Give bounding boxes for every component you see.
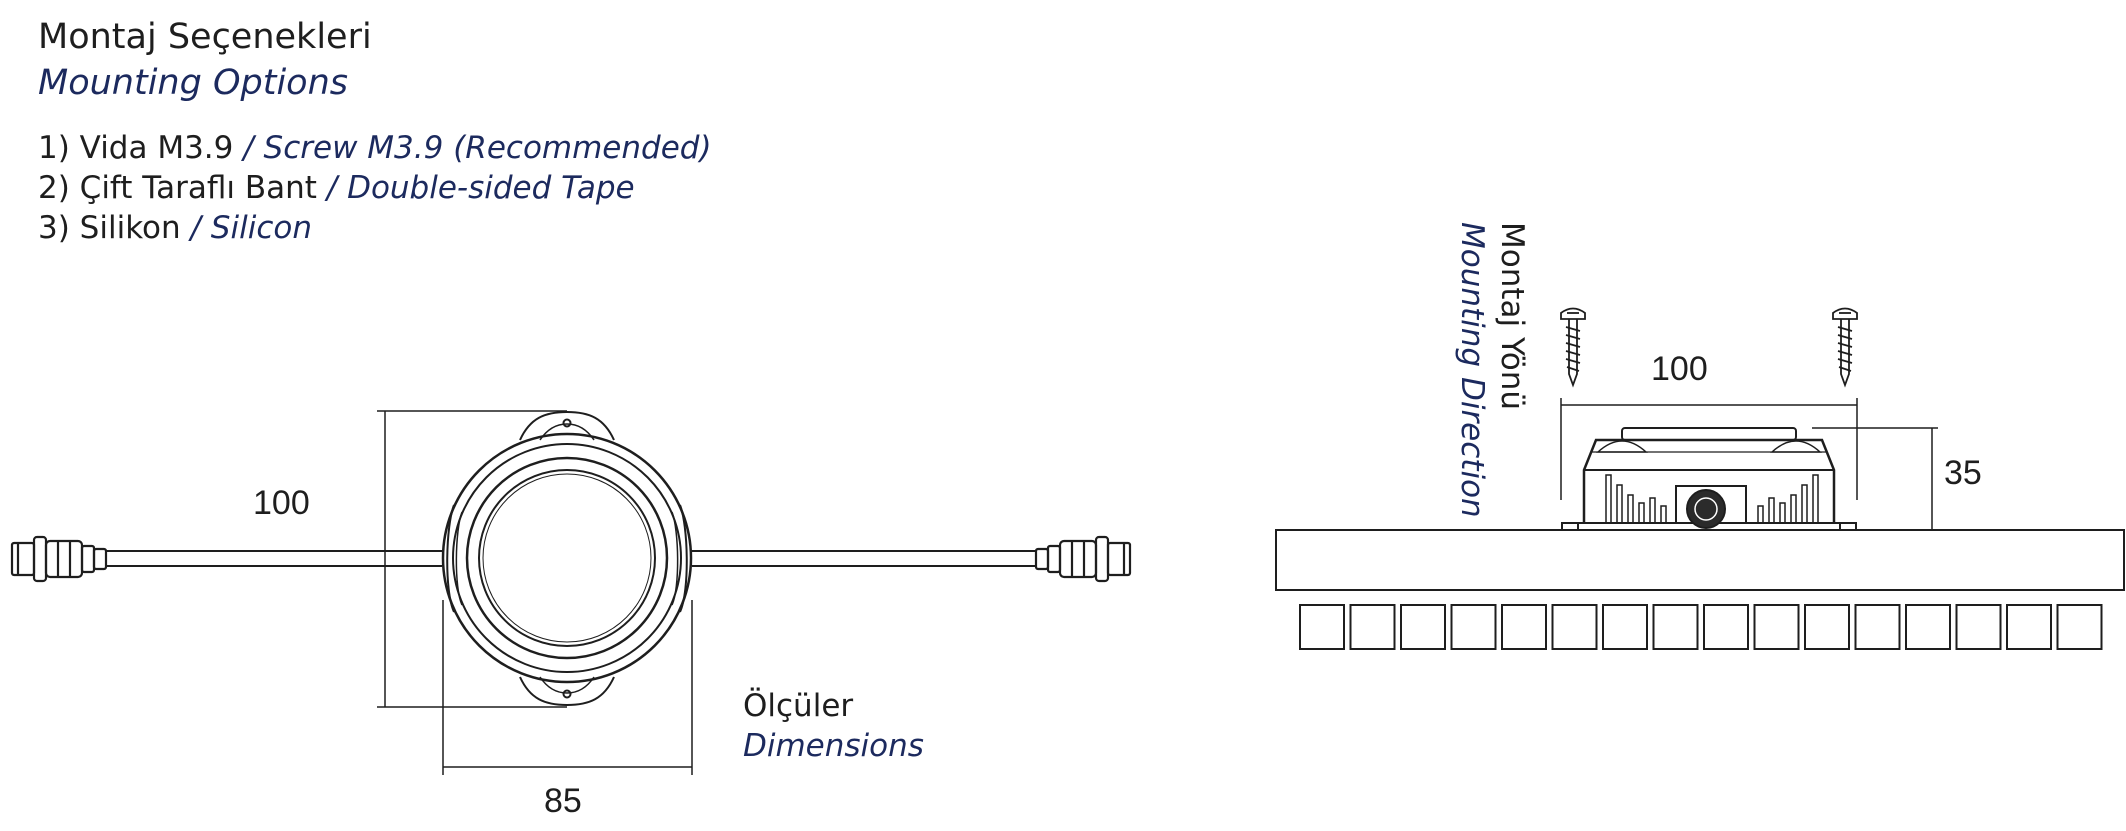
option-item: 2) Çift Taraflı Bant / Double-sided Tape [38, 168, 712, 208]
screw-icon-right [1832, 307, 1858, 388]
mounting-tab-bottom [519, 676, 615, 707]
dimension-lines-top-view [377, 410, 693, 775]
option-turkish: 3) Silikon [38, 210, 181, 246]
led-module [1551, 604, 1598, 650]
led-module [1905, 604, 1951, 650]
led-module-row [1299, 604, 2103, 650]
led-module [1349, 604, 1396, 650]
led-module [1450, 604, 1497, 650]
dimensions-label-english: Dimensions [743, 728, 924, 764]
mounting-options-list: 1) Vida M3.9 / Screw M3.9 (Recommended) … [38, 128, 712, 248]
title-english: Mounting Options [38, 63, 348, 103]
dimensions-label: Ölçüler Dimensions [743, 686, 924, 766]
height-dimension-value: 100 [253, 484, 310, 522]
dimensions-label-turkish: Ölçüler [743, 688, 854, 724]
mounting-surface [1275, 529, 2125, 591]
title-block: Montaj Seçenekleri Mounting Options [38, 14, 372, 106]
connector-left [10, 535, 108, 583]
mounting-direction-turkish: Montaj Yönü [1494, 222, 1530, 411]
led-module [1854, 604, 1901, 650]
led-module [1501, 604, 1547, 650]
option-english: / Double-sided Tape [316, 170, 635, 206]
width-dimension-value: 85 [544, 782, 582, 820]
side-width-dimension-value: 100 [1651, 350, 1708, 388]
dimension-lines-side-view [1560, 398, 1938, 530]
device-body [441, 432, 693, 684]
cable [105, 550, 1036, 567]
option-english: / Screw M3.9 (Recommended) [233, 130, 712, 166]
led-module [2006, 604, 2052, 650]
device-side-profile [1561, 427, 1857, 530]
top-view-drawing [10, 410, 1132, 775]
mounting-direction-label: Montaj Yönü Mounting Direction [1452, 222, 1532, 518]
option-item: 1) Vida M3.9 / Screw M3.9 (Recommended) [38, 128, 712, 168]
side-height-dimension-value: 35 [1944, 454, 1982, 492]
led-module [1955, 604, 2002, 650]
led-module [1753, 604, 1800, 650]
led-module [1652, 604, 1699, 650]
mounting-tab-top [519, 410, 615, 441]
led-module [1804, 604, 1850, 650]
connector-right [1034, 535, 1132, 583]
option-turkish: 1) Vida M3.9 [38, 130, 234, 166]
side-view-drawing [1275, 307, 2125, 650]
led-module [1602, 604, 1648, 650]
cooling-fins [1605, 474, 1819, 524]
mounting-direction-english: Mounting Direction [1454, 222, 1490, 518]
led-module [1703, 604, 1749, 650]
option-turkish: 2) Çift Taraflı Bant [38, 170, 317, 206]
option-english: / Silicon [180, 210, 312, 246]
option-item: 3) Silikon / Silicon [38, 208, 712, 248]
led-module [1400, 604, 1446, 650]
led-module [2056, 604, 2103, 650]
led-module [1299, 604, 1345, 650]
screw-icon-left [1560, 307, 1586, 388]
title-turkish: Montaj Seçenekleri [38, 17, 372, 57]
